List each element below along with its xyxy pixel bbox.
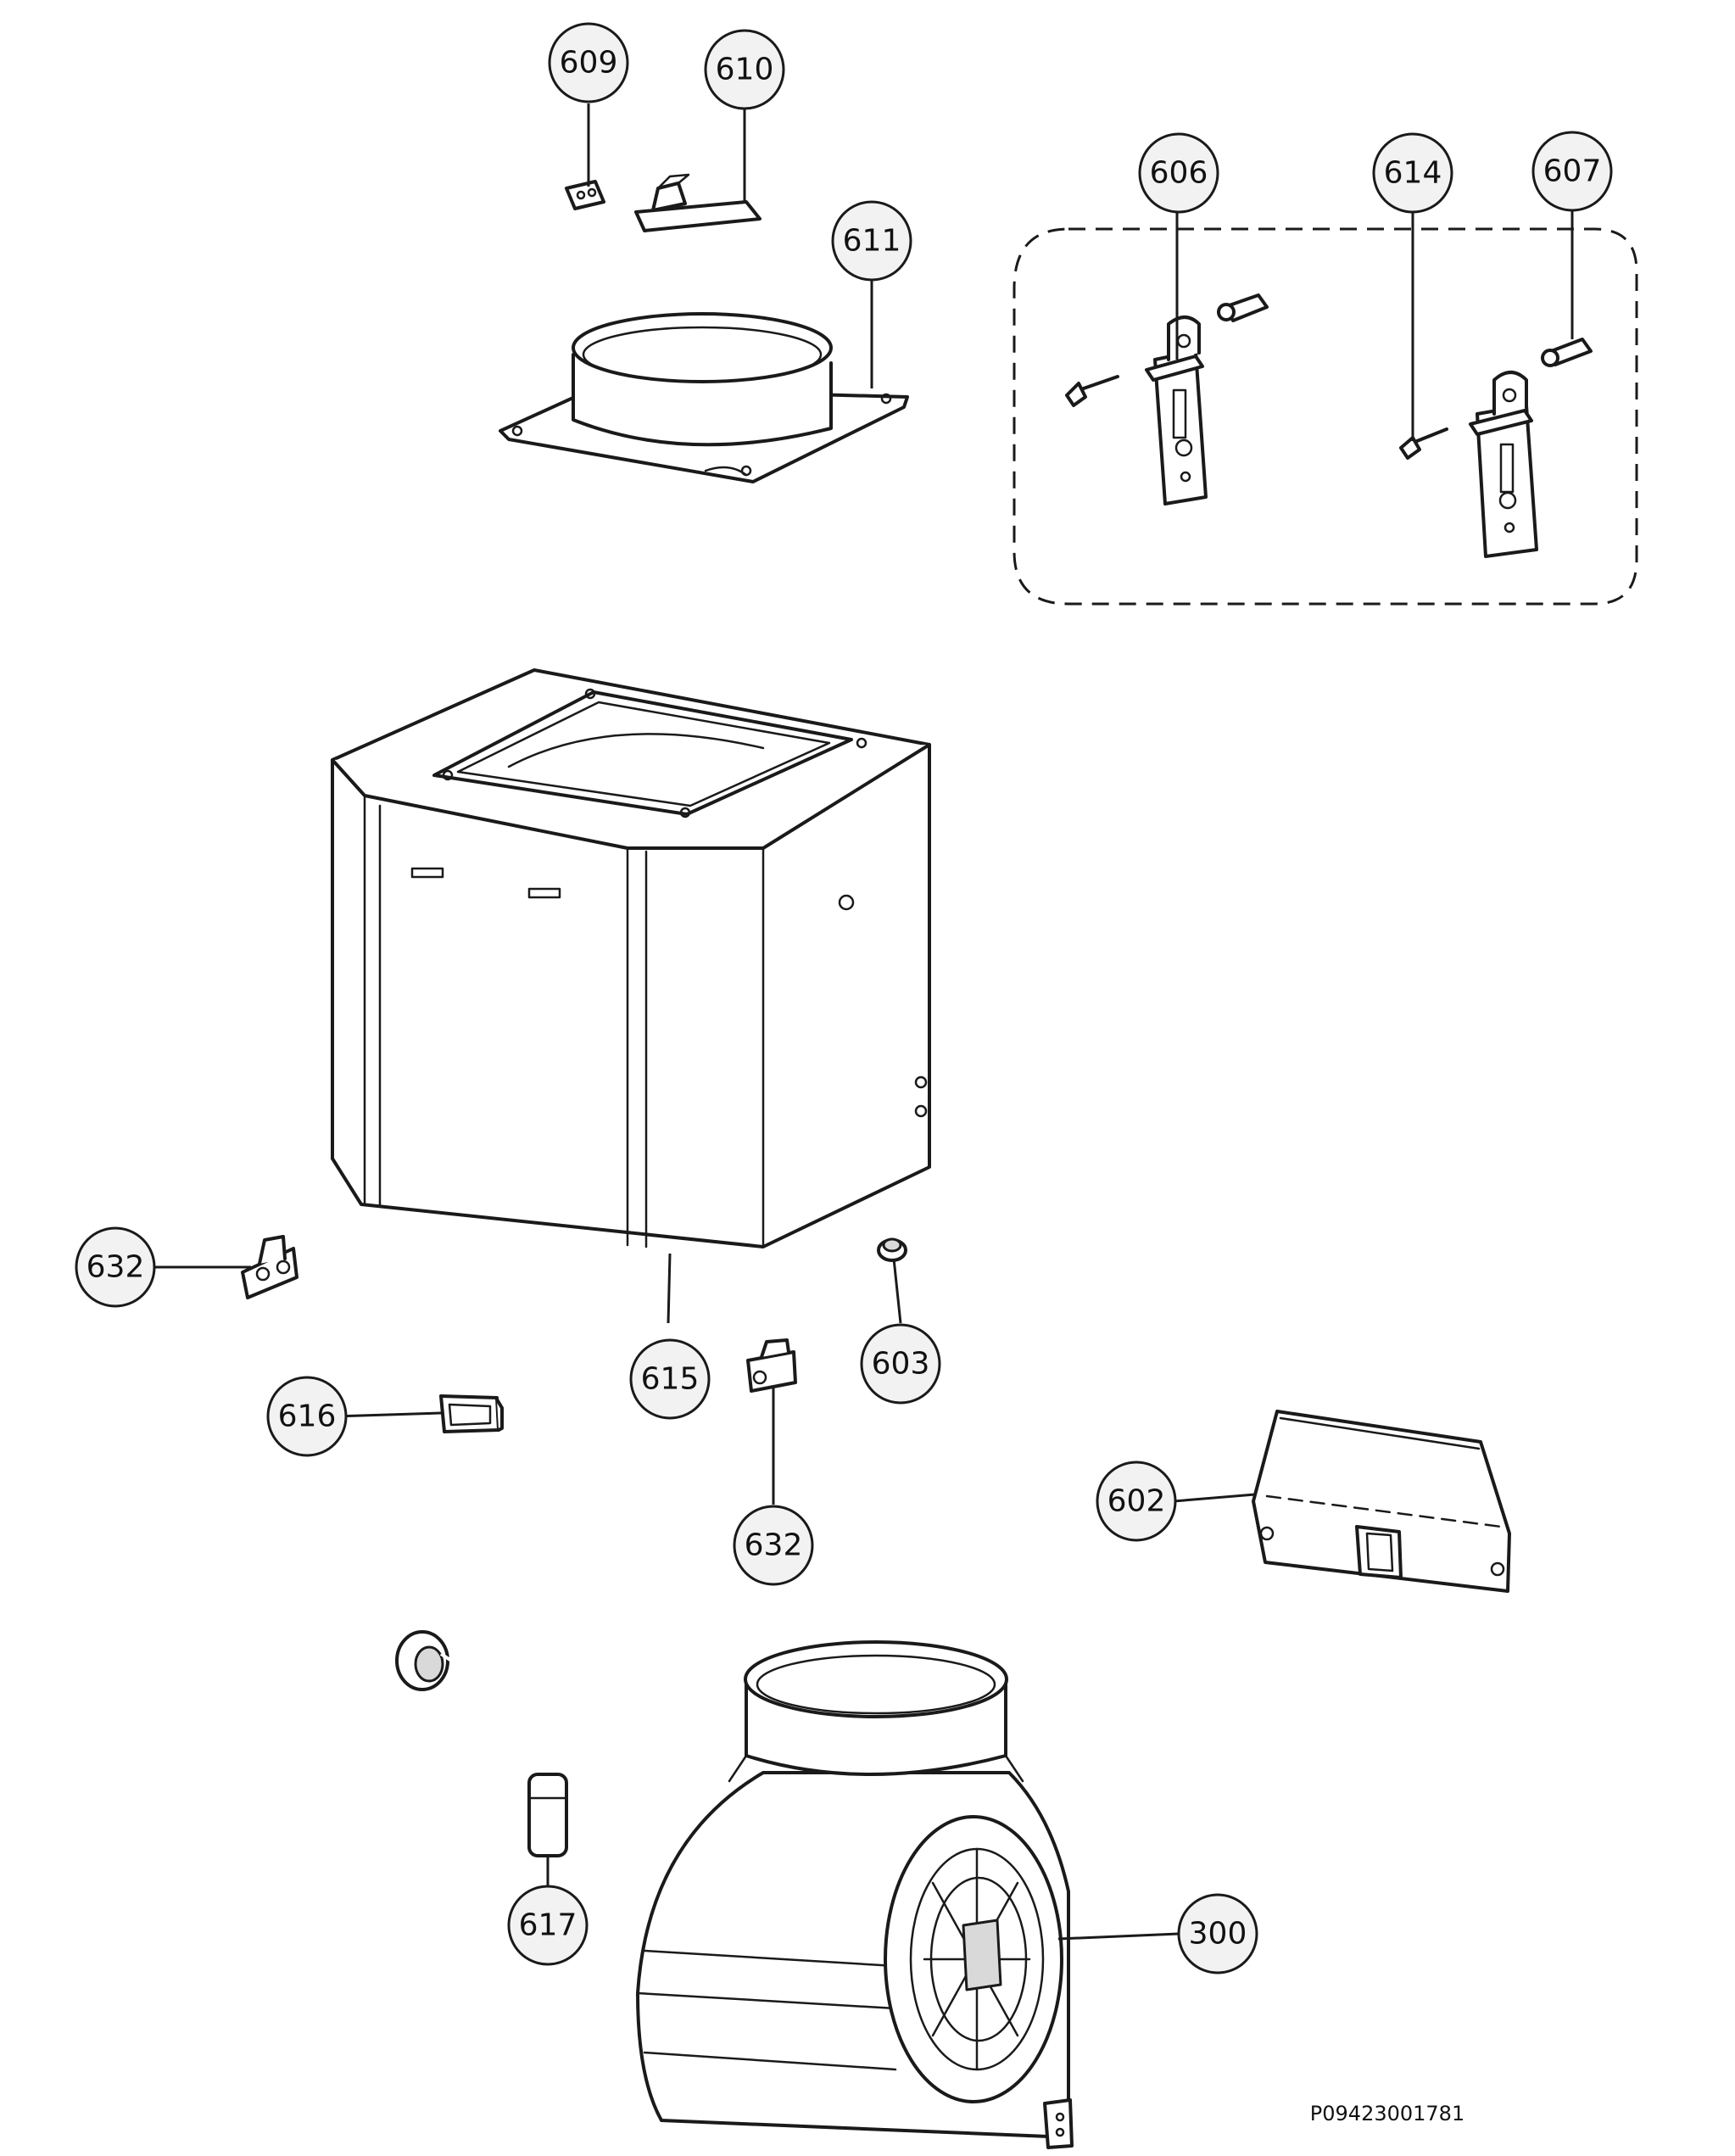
screw-right xyxy=(1399,427,1448,460)
part-632-clip-left xyxy=(241,1235,298,1299)
leader-lines xyxy=(154,95,1574,1941)
part-609-small-plate xyxy=(565,180,605,210)
callout-611: 611 xyxy=(831,200,912,282)
callout-616: 616 xyxy=(266,1376,348,1457)
dowel-left xyxy=(1217,293,1269,322)
wall-bracket-right xyxy=(1469,371,1538,558)
dowel-right xyxy=(1541,338,1593,367)
svg-text:617: 617 xyxy=(519,1908,577,1943)
svg-text:610: 610 xyxy=(716,53,774,87)
svg-text:615: 615 xyxy=(641,1362,700,1397)
callout-606: 606 xyxy=(1138,132,1219,214)
svg-text:606: 606 xyxy=(1150,156,1208,191)
svg-text:632: 632 xyxy=(86,1250,145,1285)
svg-text:607: 607 xyxy=(1543,154,1602,189)
svg-text:632: 632 xyxy=(745,1528,803,1563)
part-300-blower xyxy=(636,1640,1074,2149)
callout-615: 615 xyxy=(629,1338,711,1420)
svg-text:609: 609 xyxy=(560,46,618,81)
callout-614: 614 xyxy=(1372,132,1453,214)
callout-300: 300 xyxy=(1177,1893,1258,1974)
svg-text:602: 602 xyxy=(1107,1484,1166,1519)
part-616-clip xyxy=(439,1394,504,1433)
screw-left xyxy=(1065,375,1119,407)
part-611-duct-flange xyxy=(499,312,909,483)
svg-text:300: 300 xyxy=(1189,1917,1247,1952)
drawing-reference-code: P09423001781 xyxy=(1310,2102,1464,2125)
part-617-lamp-cable xyxy=(395,1630,568,1857)
part-603-grommet xyxy=(877,1237,907,1262)
callout-610: 610 xyxy=(704,29,785,110)
svg-text:616: 616 xyxy=(278,1399,337,1434)
part-610-bracket xyxy=(634,173,762,232)
callout-607: 607 xyxy=(1531,131,1613,212)
svg-text:611: 611 xyxy=(843,224,901,259)
part-602-cover-plate xyxy=(1252,1410,1511,1593)
wall-mount-kit-group xyxy=(1013,227,1638,606)
callout-632-left: 632 xyxy=(75,1226,156,1308)
callout-602: 602 xyxy=(1096,1461,1177,1542)
svg-text:614: 614 xyxy=(1384,156,1442,191)
svg-text:603: 603 xyxy=(872,1347,930,1382)
callout-603: 603 xyxy=(860,1323,941,1405)
part-615-housing xyxy=(331,668,931,1248)
wall-bracket-left xyxy=(1145,316,1208,505)
callout-617: 617 xyxy=(507,1885,589,1966)
part-632-clip-bottom xyxy=(746,1338,797,1393)
callout-632-bottom: 632 xyxy=(733,1505,814,1586)
callout-609: 609 xyxy=(548,22,629,103)
